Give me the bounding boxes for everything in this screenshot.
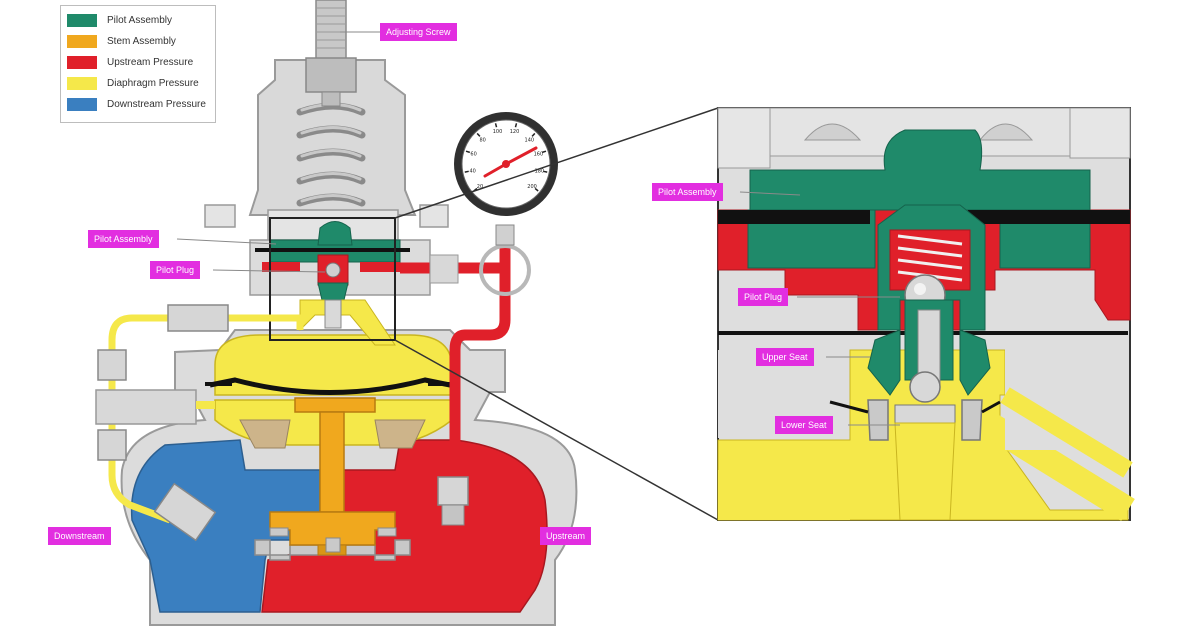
callout-pilot-plug: Pilot Plug	[150, 261, 201, 279]
sense-tubing	[95, 304, 304, 542]
gauge-tick-label: 80	[479, 137, 485, 143]
pilot-detail-view	[717, 107, 1135, 522]
callout-detail-pilot-plug: Pilot Plug	[738, 288, 789, 306]
legend-swatch	[67, 77, 97, 90]
upstream-supply-tube	[400, 224, 531, 526]
callout-adjusting-screw: Adjusting Screw	[380, 23, 457, 41]
legend-label: Downstream Pressure	[107, 99, 206, 110]
gauge-tick-label: 100	[493, 129, 503, 135]
spring-bonnet	[204, 0, 449, 241]
callout-detail-pilot-assembly: Pilot Assembly	[652, 183, 723, 201]
gauge-tick	[476, 132, 481, 137]
callout-leader-lines	[176, 31, 900, 426]
gauge-tick-label: 200	[527, 184, 537, 190]
callout-upstream: Upstream	[540, 527, 592, 545]
gauge-tick	[541, 150, 547, 154]
legend-label: Upstream Pressure	[107, 57, 194, 68]
gauge-tick	[543, 170, 548, 173]
pilot-section-main	[249, 217, 431, 346]
legend-label: Stem Assembly	[107, 36, 176, 47]
legend: Pilot Assembly Stem Assembly Upstream Pr…	[60, 5, 216, 123]
gauge-tick-label: 160	[534, 152, 544, 158]
zoom-line-bottom	[394, 339, 719, 521]
legend-label: Diaphragm Pressure	[107, 78, 199, 89]
gauge-tick-label: 60	[470, 152, 476, 158]
legend-label: Pilot Assembly	[107, 15, 173, 26]
gauge-tick	[464, 170, 469, 173]
gauge-tick-marks: 20 40 60 80 100 120 140 160 180 200	[464, 123, 548, 192]
zoom-line-top	[394, 107, 719, 219]
gauge-tick	[494, 123, 498, 128]
pressure-gauge: 20 40 60 80 100 120 140 160 180 200	[454, 112, 558, 216]
gauge-tick	[531, 132, 536, 137]
gauge-tick-label: 40	[469, 169, 475, 175]
gauge-tick-label: 140	[525, 137, 535, 143]
gauge-tick-label: 180	[535, 169, 545, 175]
gauge-tick-label: 20	[477, 184, 483, 190]
legend-swatch	[67, 98, 97, 111]
legend-swatch	[67, 14, 97, 27]
stem-assembly	[269, 397, 397, 556]
gauge-tick	[514, 123, 518, 128]
callout-lower-seat: Lower Seat	[775, 416, 833, 434]
callout-downstream: Downstream	[48, 527, 111, 545]
legend-swatch	[67, 35, 97, 48]
legend-swatch	[67, 56, 97, 69]
gauge-tick	[465, 150, 471, 154]
callout-upper-seat: Upper Seat	[756, 348, 814, 366]
valve-body	[120, 329, 578, 626]
gauge-tick	[534, 187, 539, 192]
gauge-tick-label: 120	[510, 129, 520, 135]
callout-pilot-assembly: Pilot Assembly	[88, 230, 159, 248]
